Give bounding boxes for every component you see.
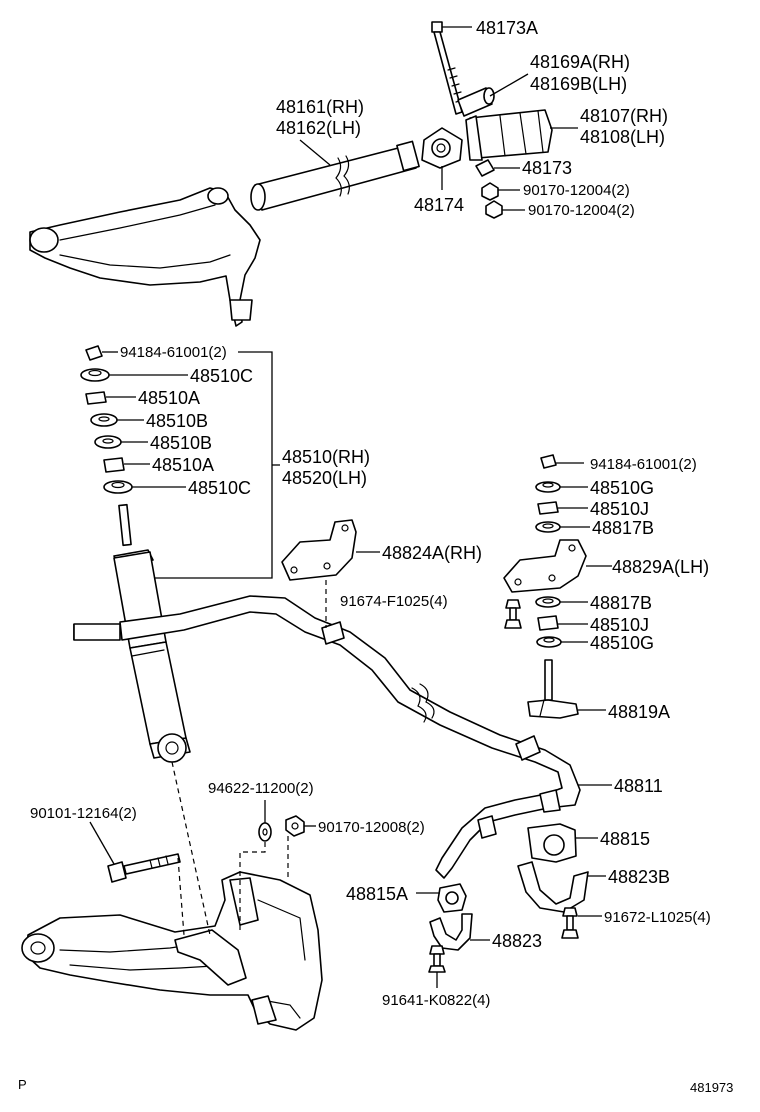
corner-label-left: P bbox=[18, 1077, 27, 1092]
label-91674: 91674-F1025(4) bbox=[340, 593, 448, 610]
label-90170-12004-a: 90170-12004(2) bbox=[523, 182, 630, 199]
label-48819A: 48819A bbox=[608, 702, 670, 722]
label-48108: 48108(LH) bbox=[580, 127, 665, 147]
shock-leaders bbox=[102, 351, 280, 579]
label-48510A-bot: 48510A bbox=[152, 455, 214, 475]
nut-48173 bbox=[475, 159, 495, 177]
shock-hardware-stack bbox=[80, 345, 133, 494]
bracket-48829A bbox=[503, 539, 612, 593]
label-48173A: 48173A bbox=[476, 18, 538, 38]
right-hardware-stack bbox=[535, 454, 562, 648]
label-48174: 48174 bbox=[414, 195, 464, 215]
lower-control-arm bbox=[21, 871, 323, 1031]
bolt-91674 bbox=[504, 599, 522, 629]
nut-90170-a bbox=[481, 182, 499, 201]
bushing-48107 bbox=[465, 109, 553, 161]
label-48510C-bot: 48510C bbox=[188, 478, 251, 498]
label-48510G-top: 48510G bbox=[590, 478, 654, 498]
label-94622: 94622-11200(2) bbox=[208, 780, 314, 797]
label-48173: 48173 bbox=[522, 158, 572, 178]
washer-48174 bbox=[421, 127, 463, 169]
label-48510J-top: 48510J bbox=[590, 499, 649, 519]
label-48510RH: 48510(RH) bbox=[282, 447, 370, 467]
label-91672: 91672-L1025(4) bbox=[604, 909, 711, 926]
label-48510C-top: 48510C bbox=[190, 366, 253, 386]
label-90170-12004-b: 90170-12004(2) bbox=[528, 202, 635, 219]
stabilizer-bar bbox=[73, 595, 581, 879]
right-stack-leaders bbox=[556, 462, 590, 643]
link-48819A bbox=[527, 659, 606, 719]
bushing-48169 bbox=[457, 87, 495, 117]
label-90170-12008: 90170-12008(2) bbox=[318, 819, 425, 836]
upper-control-arm bbox=[29, 187, 261, 327]
bolt-48173A bbox=[431, 21, 464, 115]
bushing-48815A bbox=[416, 883, 467, 913]
label-94184-left: 94184-61001(2) bbox=[120, 344, 227, 361]
bracket-48824A bbox=[281, 519, 380, 581]
bolt-91672 bbox=[561, 907, 602, 939]
label-48815A: 48815A bbox=[346, 884, 408, 904]
nut-90170-b bbox=[485, 200, 503, 219]
label-91641: 91641-K0822(4) bbox=[382, 992, 490, 1009]
label-48829A: 48829A(LH) bbox=[612, 557, 709, 577]
label-48510A-top: 48510A bbox=[138, 388, 200, 408]
label-48817B-top: 48817B bbox=[592, 518, 654, 538]
nut-90170-12008 bbox=[285, 815, 316, 837]
label-48510G-bot: 48510G bbox=[590, 633, 654, 653]
label-48162: 48162(LH) bbox=[276, 118, 361, 138]
label-90101: 90101-12164(2) bbox=[30, 805, 137, 822]
bracket-48823 bbox=[429, 913, 490, 951]
label-48824A: 48824A(RH) bbox=[382, 543, 482, 563]
bracket-48823B bbox=[517, 861, 606, 913]
corner-label-right: 481973 bbox=[690, 1080, 733, 1095]
washer-94622 bbox=[258, 800, 272, 842]
label-48510B-top: 48510B bbox=[146, 411, 208, 431]
label-94184-right: 94184-61001(2) bbox=[590, 456, 697, 473]
upper-leaders bbox=[299, 26, 578, 211]
bolt-90101 bbox=[89, 821, 181, 883]
label-48107: 48107(RH) bbox=[580, 106, 668, 126]
label-48520LH: 48520(LH) bbox=[282, 468, 367, 488]
upper-arm-shaft bbox=[250, 140, 420, 211]
bolt-91641 bbox=[428, 945, 446, 988]
label-48161: 48161(RH) bbox=[276, 97, 364, 117]
label-48823B: 48823B bbox=[608, 867, 670, 887]
label-48169B: 48169B(LH) bbox=[530, 74, 627, 94]
label-48510B-bot: 48510B bbox=[150, 433, 212, 453]
label-48510J-bot: 48510J bbox=[590, 615, 649, 635]
label-48823: 48823 bbox=[492, 931, 542, 951]
label-48811: 48811 bbox=[614, 776, 663, 796]
label-48815: 48815 bbox=[600, 829, 650, 849]
label-48169A: 48169A(RH) bbox=[530, 52, 630, 72]
bushing-48815 bbox=[527, 823, 598, 863]
label-48817B-bot: 48817B bbox=[590, 593, 652, 613]
dashed-guides bbox=[171, 761, 289, 936]
